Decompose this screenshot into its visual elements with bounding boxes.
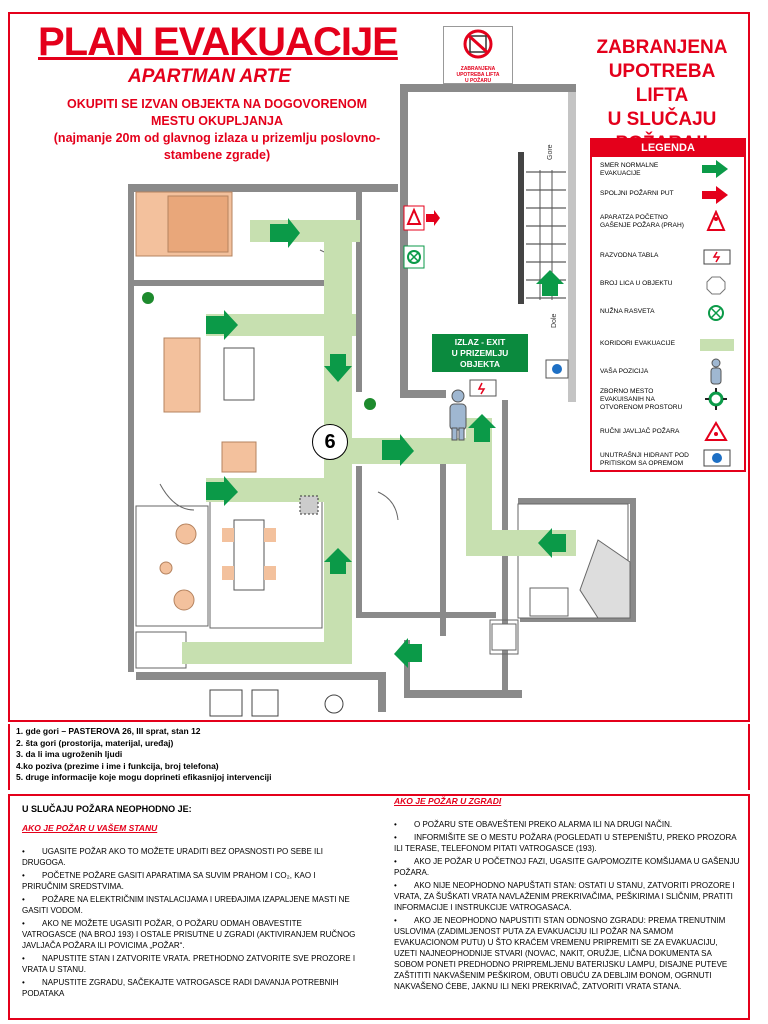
occupancy-badge: 6 [312, 424, 348, 460]
manual-alarm-icon [704, 421, 728, 441]
instruction-item: NAPUSTITE ZGRADU, SAČEKAJTE VATROGASCE R… [22, 977, 358, 999]
stairs-down-label: Dole [551, 313, 558, 328]
stairs-up-label: Gore [547, 144, 554, 160]
exit-line: IZLAZ - EXIT [454, 337, 506, 347]
page-title: PLAN EVAKUACIJE [38, 20, 399, 64]
green-arrow-icon [394, 638, 422, 668]
instruction-item: POŽARE NA ELEKTRIČNIM INSTALACIJAMA I UR… [22, 894, 358, 916]
instruction-item: AKO NE MOŽETE UGASITI POŽAR, O POŽARU OD… [22, 918, 358, 951]
fire-extinguisher-icon [706, 210, 726, 231]
legend-label: UNUTRAŠNJI HIDRANT POD PRITISKOM SA OPRE… [600, 452, 689, 467]
call-info-line: 3. da li ima ugroženih ljudi [16, 749, 123, 759]
instructions-heading: U SLUČAJU POŽARA NEOPHODNO JE: [22, 804, 192, 814]
call-info: 1. gde gori – PASTEROVA 26, III sprat, s… [16, 726, 272, 784]
green-arrow-icon [702, 160, 728, 178]
instruction-item: AKO NIJE NEOPHODNO NAPUŠTATI STAN: OSTAT… [394, 880, 740, 913]
stairwell [400, 84, 576, 402]
instruction-line: (najmanje 20m od glavnog izlaza u prizem… [53, 131, 381, 145]
corridor-swatch-icon [700, 339, 734, 351]
instruction-line: MESTU OKUPLJANJA [151, 114, 283, 128]
building-fire-instructions: AKO JE POŽAR U ZGRADI O POŽARU STE OBAVE… [394, 794, 740, 994]
green-arrow-icon [382, 434, 414, 466]
evacuation-arrows [206, 218, 566, 668]
no-lift-icon [463, 29, 493, 59]
green-arrow-icon [270, 218, 300, 248]
exit-line: OBJEKTA [460, 359, 500, 369]
green-arrow-icon [206, 476, 238, 506]
legend: LEGENDA SMER NORMALNE EVAKUACIJE SPOLJNI… [590, 138, 746, 472]
green-arrow-icon [324, 548, 352, 574]
legend-label: APARATZA POČETNO GAŠENJE POŽARA (PRAH) [600, 214, 684, 229]
instructions-subheading: AKO JE POŽAR U VAŠEM STANU [22, 823, 158, 833]
switchboard-icon [469, 379, 497, 397]
apartment-fire-instructions: U SLUČAJU POŽARA NEOPHODNO JE: AKO JE PO… [22, 804, 358, 1001]
instruction-item: AKO JE NEOPHODNO NAPUSTITI STAN ODNOSNO … [394, 915, 740, 992]
instruction-item: POČETNE POŽARE GASITI APARATIMA SA SUVIM… [22, 870, 358, 892]
green-arrow-icon [324, 354, 352, 382]
furniture [135, 191, 631, 717]
green-arrow-icon [538, 528, 566, 558]
call-info-line: 2. šta gori (prostorija, materijal, uređ… [16, 737, 174, 748]
instruction-item: O POŽARU STE OBAVEŠTENI PREKO ALARMA ILI… [394, 819, 740, 830]
no-lift-sign: ZABRANJENA UPOTREBA LIFTA U POŽARU [443, 26, 513, 84]
plan-frame [8, 12, 750, 722]
assembly-instruction: OKUPITI SE IZVAN OBJEKTA NA DOGOVORENOM … [32, 96, 402, 164]
instruction-line: stambene zgrade) [163, 148, 271, 162]
instruction-item: UGASITE POŽAR AKO TO MOŽETE URADITI BEZ … [22, 846, 358, 868]
sign-text: U POŽARU [464, 78, 492, 84]
fire-extinguisher-icon [403, 205, 440, 231]
hydrant-icon [703, 449, 731, 467]
legend-label: NUŽNA RASVETA [600, 308, 655, 315]
sign-text: ZABRANJENA [460, 66, 496, 72]
legend-title: LEGENDA [592, 140, 744, 157]
page-subtitle: APARTMAN ARTE [128, 66, 291, 87]
red-arrow-icon [702, 186, 728, 204]
floor-plan: Gore Dole [128, 84, 636, 717]
instructions-subheading: AKO JE POŽAR U ZGRADI [394, 796, 502, 806]
sign-text: UPOTREBA LIFTA [456, 72, 500, 78]
instruction-line: OKUPITI SE IZVAN OBJEKTA NA DOGOVORENOM [66, 97, 368, 111]
legend-label: VAŠA POZICIJA [600, 368, 649, 375]
lift-warning-line: UPOTREBA LIFTA [608, 61, 716, 106]
instructions-frame [8, 794, 750, 1020]
call-info-line: 5. druge informacije koje mogu doprineti… [16, 772, 272, 782]
hydrant-icon [545, 359, 569, 379]
green-arrow-icon [468, 414, 496, 442]
instruction-item: INFORMIŠITE SE O MESTU POŽARA (POGLEDATI… [394, 832, 740, 854]
instruction-item: AKO JE POŽAR U POČETNOJ FAZI, UGASITE GA… [394, 856, 740, 878]
emergency-light-icon [403, 245, 425, 269]
occupancy-octagon-icon [706, 276, 726, 295]
legend-label: RUČNI JAVLJAČ POŽARA [600, 428, 680, 435]
person-icon [449, 389, 467, 441]
legend-label: BROJ LICA U OBJEKTU [600, 280, 673, 287]
green-arrow-icon [206, 310, 238, 340]
exit-line: U PRIZEMLJU [451, 348, 509, 358]
call-info-line: 4.ko poziva (prezime i ime i funkcija, b… [16, 760, 219, 771]
legend-label: SMER NORMALNE EVAKUACIJE [600, 162, 659, 177]
switchboard-icon [703, 249, 731, 265]
instruction-item: NAPUSTITE STAN I ZATVORITE VRATA. PRETHO… [22, 953, 358, 975]
person-icon [710, 358, 722, 385]
legend-label: SPOLJNI POŽARNI PUT [600, 190, 674, 197]
legend-label: KORIDORI EVAKUACIJE [600, 340, 675, 347]
assembly-point-icon [705, 388, 727, 410]
plant-icon [142, 292, 376, 410]
lift-warning-line: U SLUČAJU [607, 109, 717, 130]
info-frame [8, 724, 750, 790]
emergency-light-icon [708, 305, 724, 321]
call-info-line: 1. gde gori – PASTEROVA 26, III sprat, s… [16, 726, 201, 736]
green-arrow-icon [536, 270, 564, 296]
legend-label: RAZVODNA TABLA [600, 252, 659, 259]
lift-warning-line: ZABRANJENA [596, 37, 728, 58]
legend-label: ZBORNO MESTO EVAKUISANIH NA OTVORENOM PR… [600, 388, 683, 411]
exit-sign: IZLAZ - EXIT U PRIZEMLJU OBJEKTA [432, 334, 528, 372]
